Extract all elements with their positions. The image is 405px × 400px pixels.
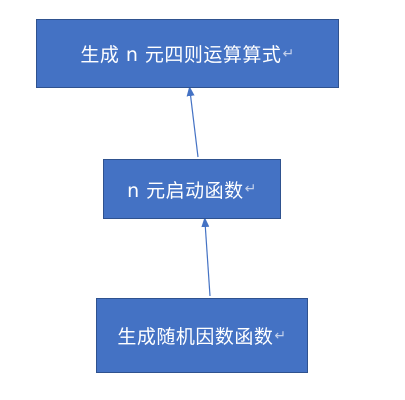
paragraph-mark-icon: ↵ — [244, 181, 257, 197]
node-bottom-label: 生成随机因数函数 — [117, 326, 274, 348]
node-top-label: 生成 n 元四则运算算式 — [80, 44, 282, 66]
paragraph-mark-icon: ↵ — [282, 45, 295, 62]
node-middle-label: n 元启动函数 — [127, 179, 244, 202]
paragraph-mark-icon: ↵ — [274, 327, 287, 344]
node-top: 生成 n 元四则运算算式↵ — [36, 19, 339, 88]
edge-bottom-to-middle — [201, 217, 211, 297]
edge-middle-to-top — [186, 86, 199, 158]
node-middle: n 元启动函数↵ — [103, 159, 281, 219]
node-bottom: 生成随机因数函数↵ — [96, 298, 308, 373]
